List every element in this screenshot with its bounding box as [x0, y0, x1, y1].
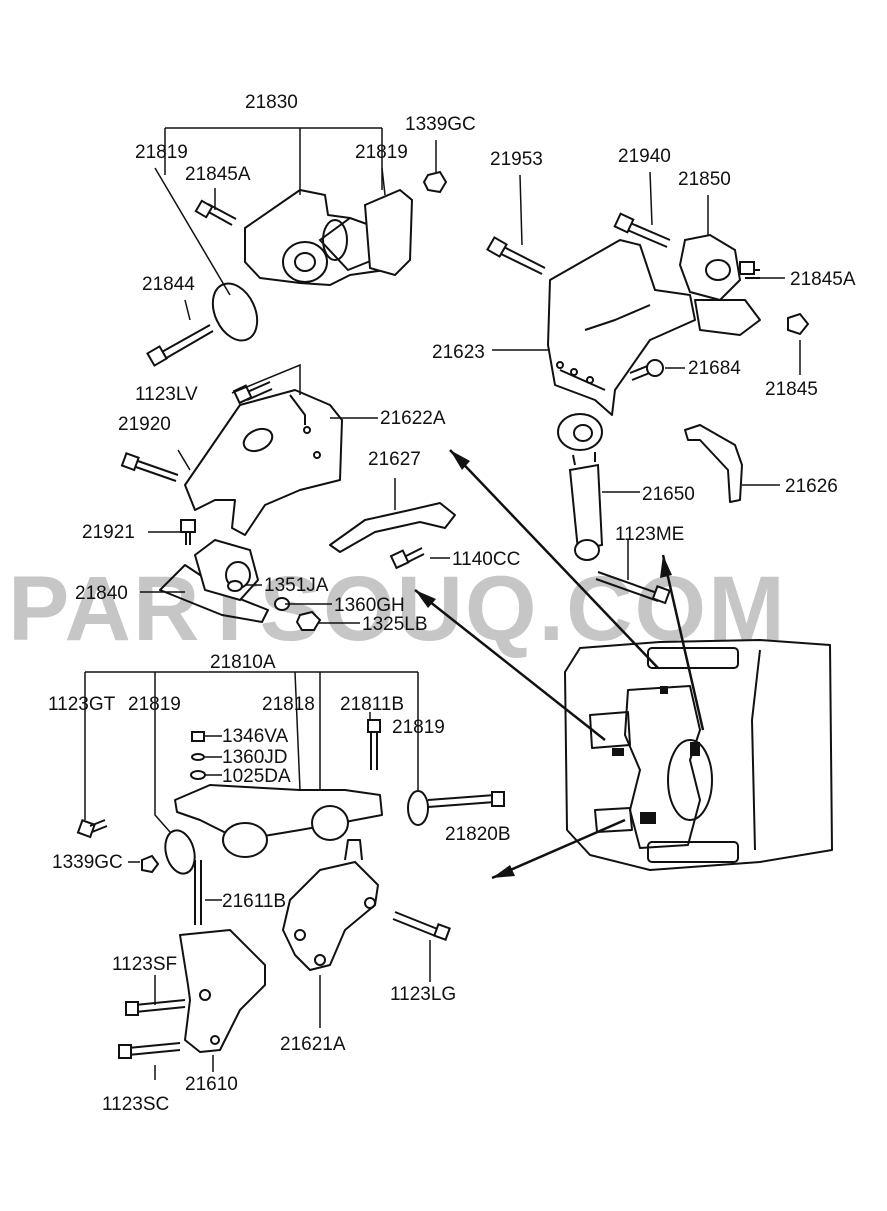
bolt-1123LG[interactable]: [392, 911, 451, 941]
label-1140CC: 1140CC: [452, 549, 520, 570]
bolt-21845A-a[interactable]: [194, 199, 237, 226]
label-21920: 21920: [118, 414, 171, 435]
label-21627: 21627: [368, 449, 421, 470]
label-21622A: 21622A: [380, 408, 446, 429]
washer-1360JD[interactable]: [191, 753, 205, 761]
bolt-1123SF[interactable]: [125, 999, 186, 1016]
leaders-middle-left: [140, 363, 450, 624]
bolt-21844[interactable]: [146, 324, 214, 367]
label-21819-c: 21819: [128, 694, 181, 715]
bolt-1123GT[interactable]: [76, 819, 108, 839]
washer-1346VA[interactable]: [191, 731, 205, 742]
label-21650: 21650: [642, 484, 695, 505]
label-21626: 21626: [785, 476, 838, 497]
bracket-21621A[interactable]: [282, 839, 379, 971]
engine-bay-inset[interactable]: [564, 639, 833, 871]
label-21845A-b: 21845A: [790, 269, 856, 290]
label-1339GC-top: 1339GC: [405, 114, 476, 135]
bolt-21811B[interactable]: [367, 719, 381, 770]
bolt-21920[interactable]: [120, 452, 179, 482]
bolt-21921[interactable]: [180, 519, 196, 545]
bolt-21940[interactable]: [613, 212, 671, 248]
label-1123GT: 1123GT: [48, 694, 116, 715]
nut-21845[interactable]: [787, 312, 810, 336]
label-1123ME: 1123ME: [615, 524, 684, 545]
label-21684: 21684: [688, 358, 741, 379]
washer-1025DA[interactable]: [190, 770, 206, 780]
nut-1339GC-top[interactable]: [422, 170, 448, 194]
label-1325LB: 1325LB: [362, 614, 428, 635]
bolt-1140CC[interactable]: [389, 547, 425, 570]
nut-1339GC-lower[interactable]: [141, 854, 160, 874]
disc-21819-left[interactable]: [161, 827, 199, 877]
bracket-21622A[interactable]: [184, 389, 343, 536]
label-1025DA: 1025DA: [222, 766, 291, 787]
label-1123SF: 1123SF: [112, 954, 177, 975]
bolt-21820B[interactable]: [427, 791, 505, 808]
label-21844: 21844: [142, 274, 195, 295]
label-21810A: 21810A: [210, 652, 276, 673]
label-21621A: 21621A: [280, 1034, 346, 1055]
label-1123LV: 1123LV: [135, 384, 198, 405]
part-labels: 21830 1339GC 21819 21819 21845A 21844 21…: [48, 92, 856, 1115]
bracket-21610[interactable]: [179, 929, 266, 1053]
leaders-top-left: [154, 127, 437, 321]
label-21830: 21830: [245, 92, 298, 113]
bolt-21684[interactable]: [629, 359, 664, 381]
rod-21650[interactable]: [557, 413, 604, 561]
label-21819-d: 21819: [392, 717, 445, 738]
label-21850: 21850: [678, 169, 731, 190]
mount-21850[interactable]: [678, 233, 761, 336]
label-21921: 21921: [82, 522, 135, 543]
label-21610: 21610: [185, 1074, 238, 1095]
label-21953: 21953: [490, 149, 543, 170]
arrows: [414, 449, 705, 880]
bracket-21623[interactable]: [547, 239, 696, 416]
label-21818: 21818: [262, 694, 315, 715]
label-21811B: 21811B: [340, 694, 404, 715]
bolt-21953[interactable]: [486, 236, 546, 275]
washer-1351JA[interactable]: [227, 580, 243, 592]
bracket-21819-disc-a[interactable]: [204, 276, 266, 347]
label-21845: 21845: [765, 379, 818, 400]
label-21819-a: 21819: [135, 142, 188, 163]
label-1123SC: 1123SC: [102, 1094, 169, 1115]
nut-1325LB[interactable]: [295, 610, 322, 631]
label-1360GH: 1360GH: [334, 595, 405, 616]
bolt-1123ME[interactable]: [595, 571, 671, 605]
label-1360JD: 1360JD: [222, 747, 288, 768]
label-21940: 21940: [618, 146, 671, 167]
label-21623: 21623: [432, 342, 485, 363]
bolt-1123SC[interactable]: [118, 1042, 181, 1059]
label-21840: 21840: [75, 583, 128, 604]
label-21845A-a: 21845A: [185, 164, 251, 185]
bolt-21845A-b[interactable]: [739, 261, 760, 279]
leaders-lower-left: [84, 671, 431, 1080]
label-21820B: 21820B: [445, 824, 511, 845]
rod-21627[interactable]: [329, 502, 456, 553]
label-1123LG: 1123LG: [390, 984, 456, 1005]
mount-21830[interactable]: [244, 188, 414, 286]
leaders-top-right: [492, 171, 801, 375]
leaders-middle-right: [602, 484, 780, 580]
bracket-21626[interactable]: [684, 424, 743, 503]
label-21819-b: 21819: [355, 142, 408, 163]
label-1346VA: 1346VA: [222, 726, 289, 747]
label-1351JA: 1351JA: [264, 575, 329, 596]
disc-21819-right[interactable]: [407, 790, 429, 826]
bracket-21810A[interactable]: [174, 784, 383, 858]
stud-21611B[interactable]: [194, 860, 202, 925]
label-1339GC-lower: 1339GC: [52, 852, 123, 873]
label-21611B: 21611B: [222, 891, 286, 912]
